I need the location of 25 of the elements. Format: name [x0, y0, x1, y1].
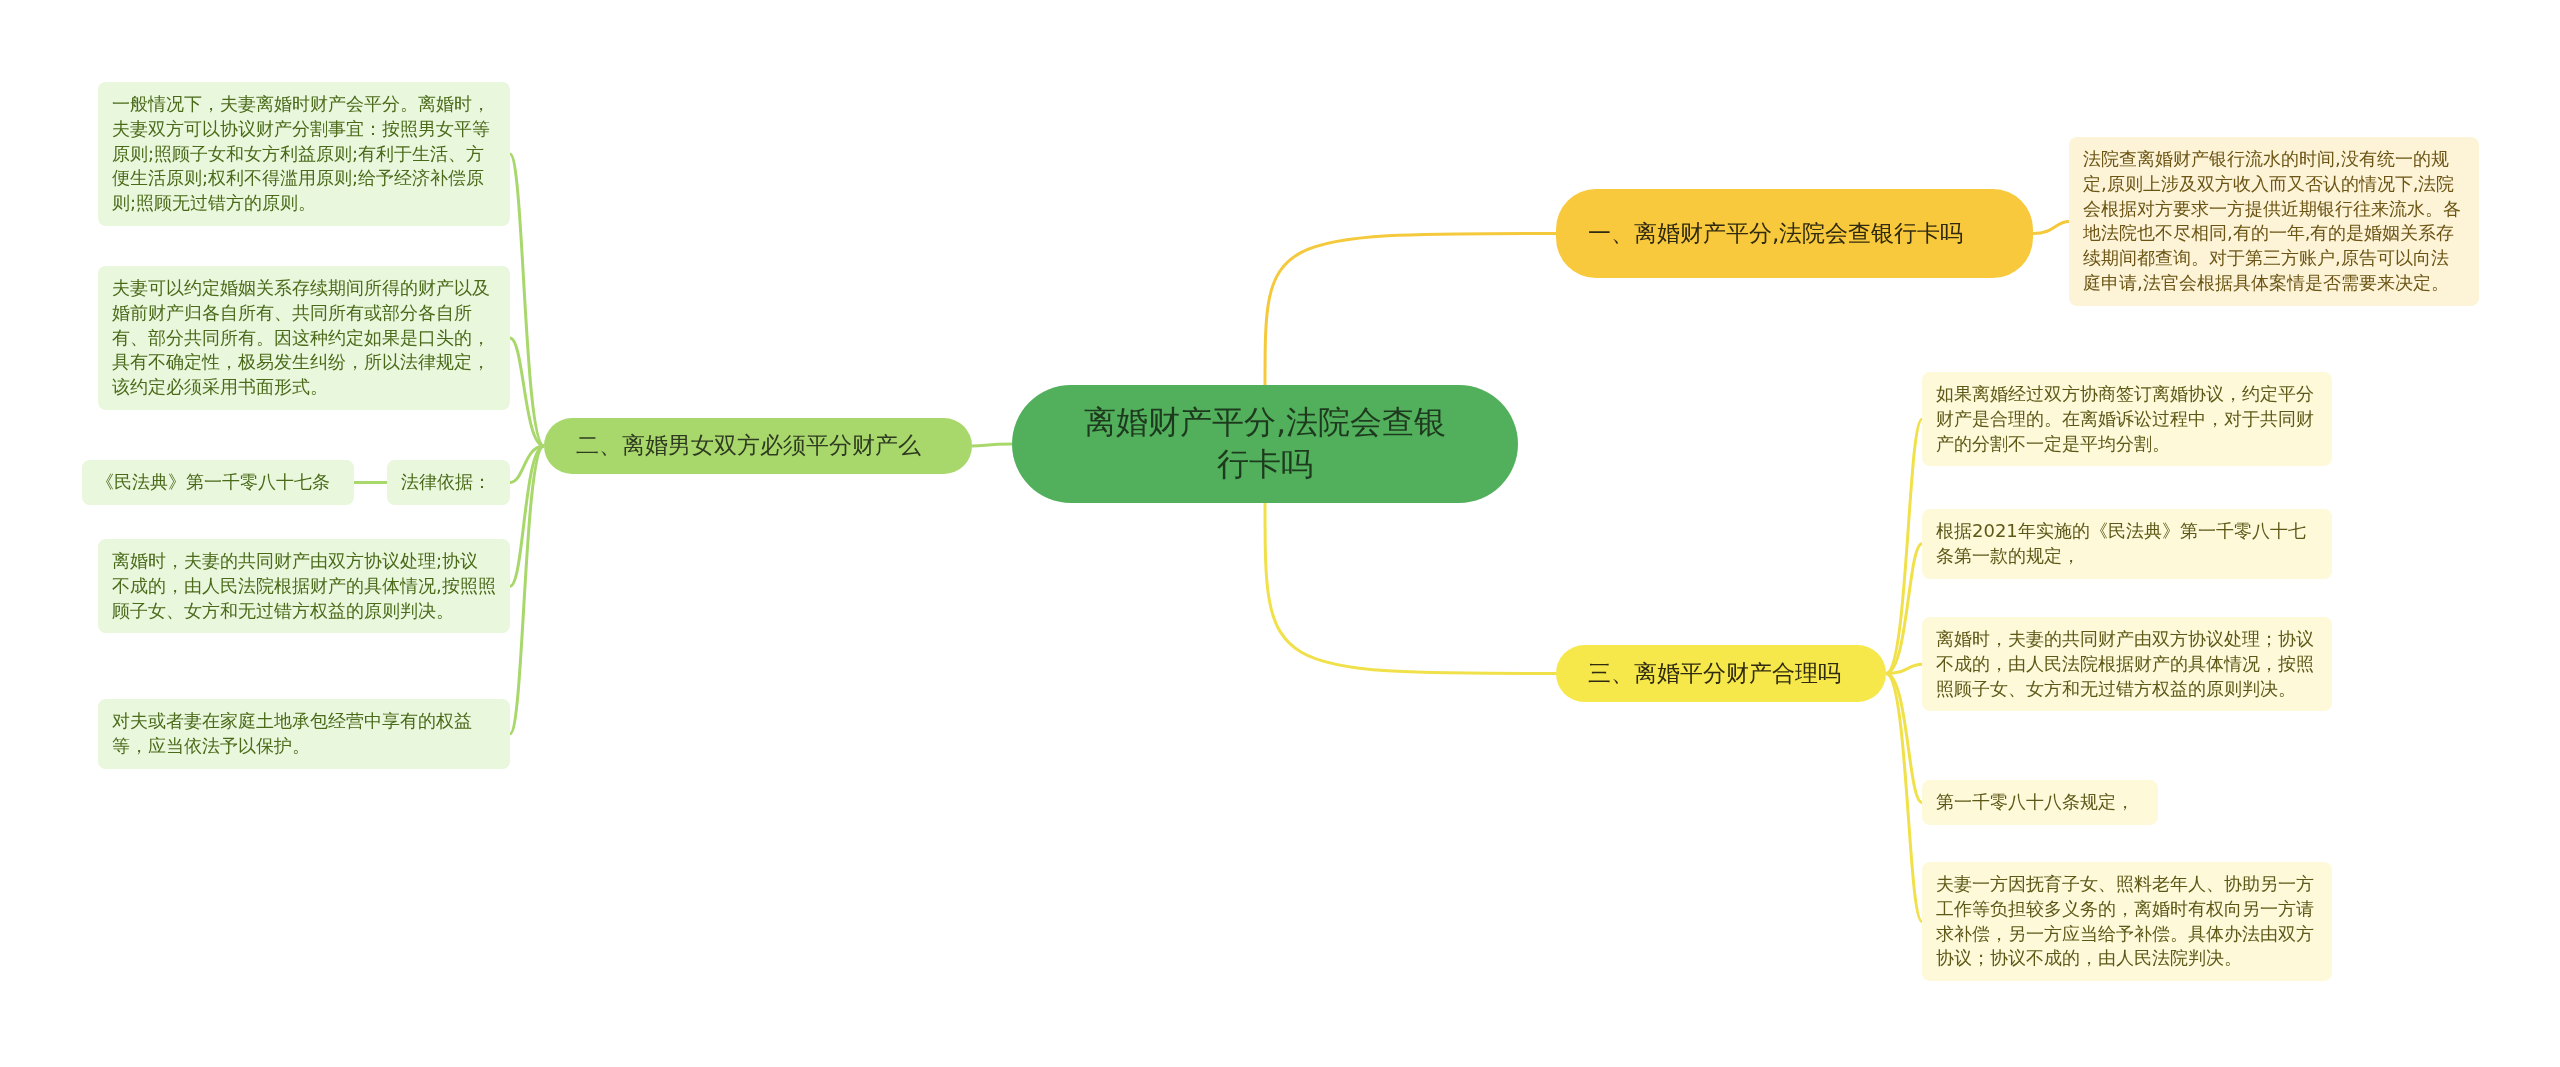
branch-topic: 二、离婚男女双方必须平分财产么 — [544, 418, 972, 474]
connector-line — [1885, 542, 1923, 675]
connector-line — [1884, 418, 1924, 675]
note-box: 离婚时，夫妻的共同财产由双方协议处理;协议不成的，由人民法院根据财产的具体情况,按照照顾子女、女方和无过错方权益的原则判决。 — [98, 539, 510, 634]
branch-topic: 三、离婚平分财产合理吗 — [1556, 645, 1886, 702]
note-box: 夫妻一方因抚育子女、照料老年人、协助另一方工作等负担较多义务的，离婚时有权向另一方请求补偿，另一方应当给予补偿。具体办法由双方协议；协议不成的，由人民法院判决。 — [1922, 862, 2332, 982]
note-box: 对夫或者妻在家庭土地承包经营中享有的权益等，应当依法予以保护。 — [98, 699, 510, 769]
note-box: 《民法典》第一千零八十七条 — [82, 460, 354, 505]
branch-topic: 一、离婚财产平分,法院会查银行卡吗 — [1556, 189, 2033, 278]
connector-line — [508, 445, 546, 735]
central-topic: 离婚财产平分,法院会查银行卡吗 — [1012, 385, 1518, 503]
connector-line — [1884, 672, 1924, 923]
connector-line — [972, 442, 1012, 448]
note-box: 离婚时，夫妻的共同财产由双方协议处理；协议不成的，由人民法院根据财产的具体情况，按照照顾子女、女方和无过错方权益的原则判决。 — [1922, 617, 2332, 712]
connector-line — [354, 480, 387, 484]
note-box: 第一千零八十八条规定， — [1922, 780, 2158, 825]
note-box: 法院查离婚财产银行流水的时间,没有统一的规定,原则上涉及双方收入而又否认的情况下,法院会根据对方要求一方提供近期银行往来流水。各地法院也不尽相同,有的一年,有的是婚姻关系存续期间都查询。对于第三方账户,原告可以向法庭申请,法官会根据具体案情是否需要来决定。 — [2069, 137, 2479, 306]
connector-line — [1263, 232, 1556, 385]
note-box: 根据2021年实施的《民法典》第一千零八十七条第一款的规定， — [1922, 509, 2332, 579]
note-box: 一般情况下，夫妻离婚时财产会平分。离婚时，夫妻双方可以协议财产分割事宜：按照男女平等原则;照顾子女和女方利益原则;有利于生活、方便生活原则;权利不得滥用原则;给予经济补偿原则;照顾无过错方的原则。 — [98, 82, 510, 227]
note-box: 如果离婚经过双方协商签订离婚协议，约定平分财产是合理的。在离婚诉讼过程中，对于共同财产的分割不一定是平均分割。 — [1922, 372, 2332, 467]
note-box: 法律依据： — [387, 460, 510, 505]
connector-line — [2032, 220, 2070, 235]
connector-line — [1263, 503, 1556, 675]
note-box: 夫妻可以约定婚姻关系存续期间所得的财产以及婚前财产归各自所有、共同所有或部分各自所有、部分共同所有。因这种约定如果是口头的，具有不确定性，极易发生纠纷，所以法律规定，该约定必须采用书面形式。 — [98, 266, 510, 411]
